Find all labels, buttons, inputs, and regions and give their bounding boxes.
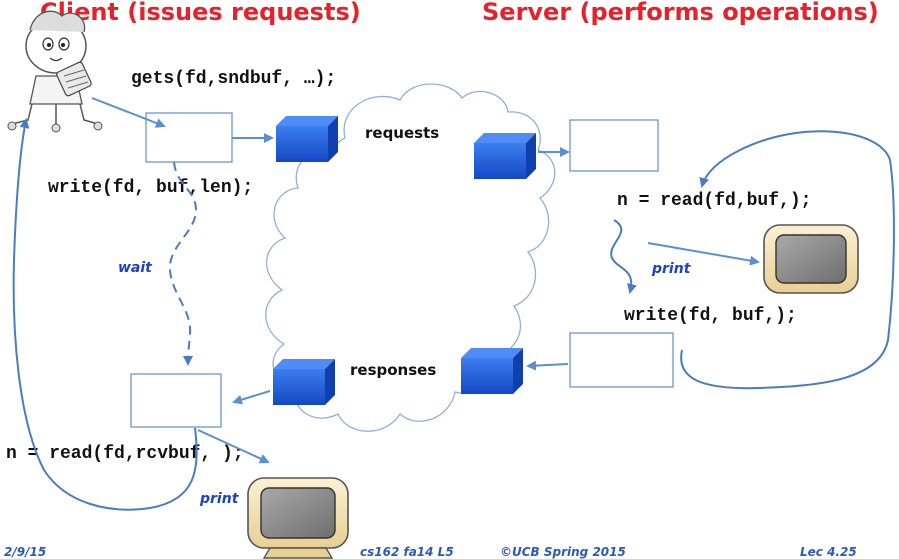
request-packet-2-icon [474,133,536,179]
footer-date: 2/9/15 [4,545,46,559]
client-send-buffer-box [145,112,233,163]
client-read-call-text: n = read(fd,rcvbuf, ); [6,444,244,464]
gets-call-text: gets(fd,sndbuf, …); [131,69,336,89]
responses-label: responses [350,361,436,379]
server-squiggle-arrow [610,219,637,294]
request-packet-1-icon [276,116,338,162]
server-read-call-text: n = read(fd,buf,); [617,191,811,211]
server-receive-buffer-box [569,119,659,172]
client-loop-arrow [12,118,198,511]
footer-copyright: ©UCB Spring 2015 [500,545,626,559]
client-monitor-icon [247,477,349,559]
response-packet-1-icon [273,359,335,405]
server-print-label: print [651,261,692,277]
arrow-client-to-send-box [91,97,166,128]
footer-slide-number: Lec 4.25 [800,545,857,559]
wait-label: wait [118,260,153,276]
arrow-server-box-to-cube [526,360,569,371]
client-figure-icon [7,10,103,133]
wait-arrow [168,161,198,366]
requests-label: requests [365,124,439,142]
footer-course: cs162 fa14 L5 [360,545,454,559]
client-header: Client (issues requests) [40,0,361,26]
server-loop-arrow [680,130,895,390]
client-receive-buffer-box [130,373,222,428]
server-monitor-icon [763,224,859,294]
arrow-server-print [647,242,760,266]
arrow-cube-to-client-box [232,390,271,405]
server-write-call-text: write(fd, buf,); [624,306,797,326]
arrow-client-print [197,429,270,464]
client-print-label: print [199,491,240,507]
response-packet-2-icon [461,348,523,394]
server-header: Server (performs operations) [482,0,879,26]
server-send-buffer-box [569,332,674,388]
client-write-call-text: write(fd, buf,len); [48,178,253,198]
